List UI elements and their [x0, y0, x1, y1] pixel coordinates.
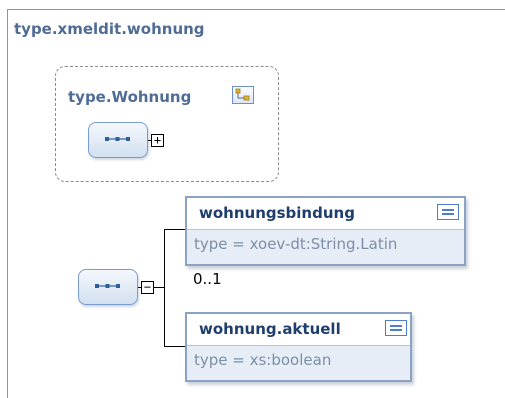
connector [154, 287, 164, 288]
documentation-icon [437, 204, 459, 220]
connector [164, 229, 185, 230]
element-name: wohnung.aktuell [187, 314, 410, 346]
type-reference-icon [232, 86, 254, 104]
collapse-toggle[interactable]: − [141, 281, 154, 294]
connector [138, 287, 141, 288]
complex-type-frame [7, 9, 505, 398]
documentation-icon [385, 320, 407, 336]
element-wohnungsbindung[interactable]: wohnungsbindung type = xoev-dt:String.La… [185, 196, 466, 266]
element-name: wohnungsbindung [187, 198, 464, 230]
base-type-title: type.Wohnung [68, 88, 192, 106]
connector [164, 346, 185, 347]
sequence-icon [95, 284, 120, 288]
connector [148, 140, 151, 141]
occurrence-label: 0..1 [193, 270, 222, 288]
base-sequence-compositor[interactable] [88, 122, 148, 158]
base-type-reference-box[interactable] [55, 66, 279, 182]
connector [164, 229, 165, 347]
element-type: type = xs:boolean [187, 346, 410, 380]
element-wohnung-aktuell[interactable]: wohnung.aktuell type = xs:boolean [185, 312, 412, 382]
sequence-compositor[interactable] [78, 269, 138, 305]
sequence-icon [105, 137, 130, 141]
complex-type-title: type.xmeldit.wohnung [14, 20, 205, 38]
expand-toggle[interactable]: + [151, 134, 164, 147]
element-type: type = xoev-dt:String.Latin [187, 230, 464, 264]
